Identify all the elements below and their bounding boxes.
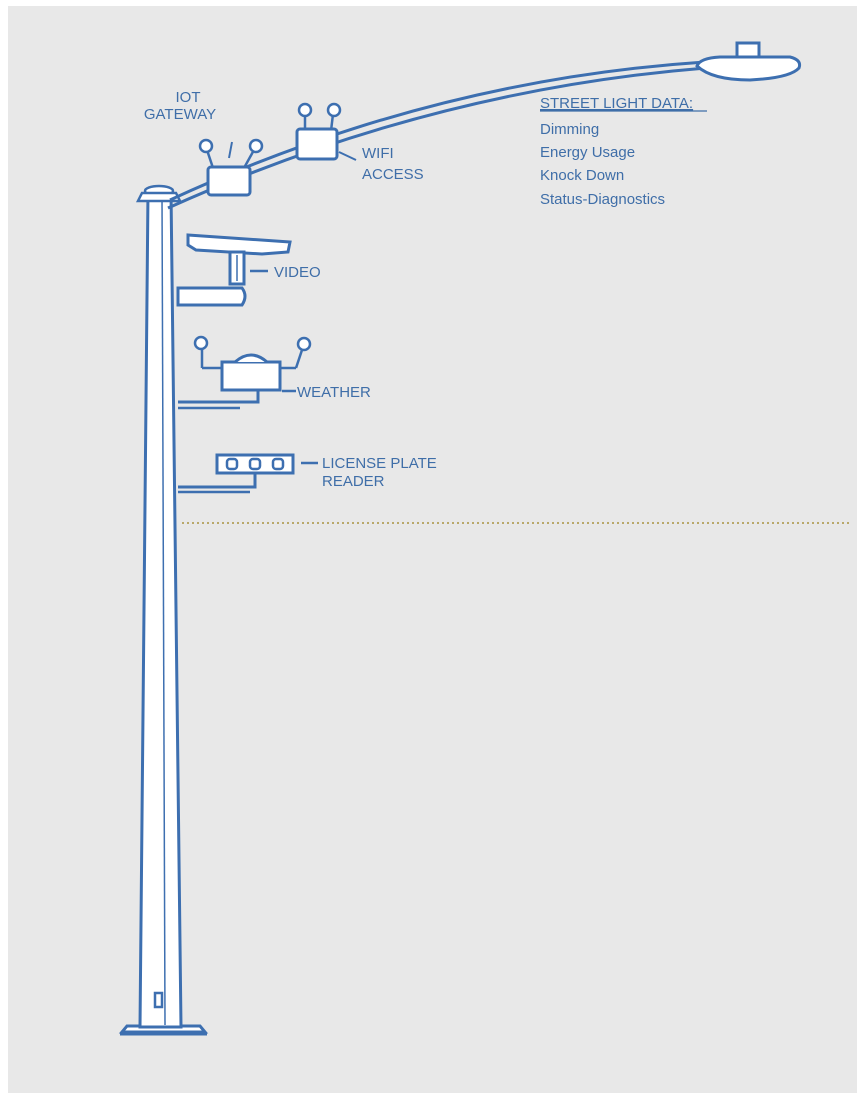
weather-station-icon — [178, 335, 312, 410]
wifi-access-icon — [295, 102, 357, 161]
iot-gateway-label-2: GATEWAY — [144, 106, 216, 123]
pole-cap — [135, 184, 183, 203]
access-door — [153, 991, 164, 1009]
street-light-data-item: Knock Down — [540, 167, 624, 184]
street-light-data-item: Dimming — [540, 121, 599, 138]
street-light-data-item: Status-Diagnostics — [540, 191, 665, 208]
license-plate-reader-icon — [178, 453, 318, 494]
street-light-data-item: Energy Usage — [540, 144, 635, 161]
pole-shaft — [138, 190, 183, 1029]
license-plate-label-2: READER — [322, 473, 385, 490]
wifi-access-label-1: WIFI — [362, 145, 394, 162]
street-light-data-block: STREET LIGHT DATA: Dimming Energy Usage … — [540, 95, 707, 208]
license-plate-label-1: LICENSE PLATE — [322, 455, 437, 472]
luminaire-icon — [695, 41, 802, 82]
video-camera-icon — [176, 233, 292, 307]
iot-gateway-icon — [198, 138, 264, 197]
weather-label: WEATHER — [297, 384, 371, 401]
iot-gateway-label-1: IOT — [176, 89, 201, 106]
street-light-data-heading: STREET LIGHT DATA: — [540, 95, 693, 112]
wifi-access-label-2: ACCESS — [362, 166, 424, 183]
video-label: VIDEO — [274, 264, 321, 281]
